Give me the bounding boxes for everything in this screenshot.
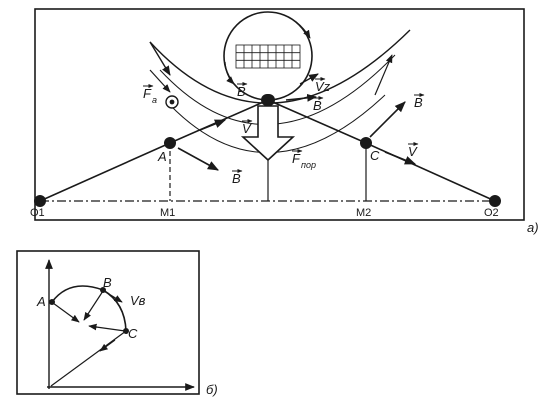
label-b-b: B	[103, 275, 112, 290]
caption-a: а)	[527, 220, 539, 235]
line-origin-arrow	[99, 339, 116, 352]
vec-vb	[103, 290, 123, 303]
label-fpor: F	[292, 151, 301, 166]
b-arrow-c	[369, 101, 406, 138]
label-b-c: B	[414, 95, 423, 110]
label-a: A	[157, 149, 167, 164]
label-b-top: B	[313, 98, 322, 113]
arc-arrow-right	[374, 54, 393, 96]
panel-b-frame	[16, 250, 200, 395]
label-b-circle: B	[237, 84, 246, 99]
label-m2: M2	[356, 207, 371, 219]
trajectory-curve	[51, 285, 127, 332]
caption-b: б)	[206, 382, 218, 397]
top-node	[261, 94, 275, 106]
label-c: C	[370, 148, 380, 163]
label-m1: M1	[160, 207, 175, 219]
vec-c	[88, 323, 126, 332]
label-v-right: V	[408, 144, 418, 159]
node-o1	[34, 195, 46, 207]
v-arrow-left	[199, 119, 227, 131]
circle-rotation-arrow-b	[224, 61, 235, 85]
line-origin-c	[50, 330, 127, 387]
label-o1: O1	[30, 207, 45, 219]
b-arrow-a	[177, 147, 219, 171]
panel-a-frame	[34, 8, 525, 221]
arm-top-c	[267, 99, 367, 144]
label-b-c: C	[128, 326, 138, 341]
fa-marker-dot	[169, 99, 175, 105]
label-fa-sub: a	[152, 95, 157, 105]
arc-arrow-top	[149, 41, 171, 76]
node-a	[164, 137, 176, 149]
label-vz: Vz	[315, 79, 331, 94]
b-arrow-top	[285, 93, 317, 102]
panel-a: O1 M1 M2 O2 A C а) V V B B B B Vz F a F …	[30, 8, 539, 235]
label-fa: F	[143, 86, 152, 101]
downward-force-arrow	[240, 105, 296, 162]
label-vv: Vв	[130, 293, 146, 308]
node-o2	[489, 195, 501, 207]
label-fpor-sub: пор	[301, 160, 316, 170]
point-b	[100, 287, 106, 293]
v-arrow-right	[384, 151, 417, 165]
vector-overbars	[143, 77, 425, 173]
label-v-left: V	[242, 121, 252, 136]
circle-rotation-arrow-right	[295, 21, 311, 39]
vz-arrow	[299, 73, 319, 85]
arm-o1-a	[39, 142, 171, 202]
label-o2: O2	[484, 207, 499, 219]
panel-b: A B C Vв б)	[16, 250, 218, 397]
vec-b	[83, 290, 104, 321]
point-a	[49, 299, 55, 305]
outer-arc	[149, 29, 411, 104]
arc-arrow-left	[149, 69, 171, 93]
node-c	[360, 137, 372, 149]
label-b-a: A	[36, 294, 46, 309]
grid-inside-circle	[235, 44, 301, 69]
point-c	[123, 328, 129, 334]
vec-a	[52, 302, 80, 323]
label-b-a: B	[232, 171, 241, 186]
